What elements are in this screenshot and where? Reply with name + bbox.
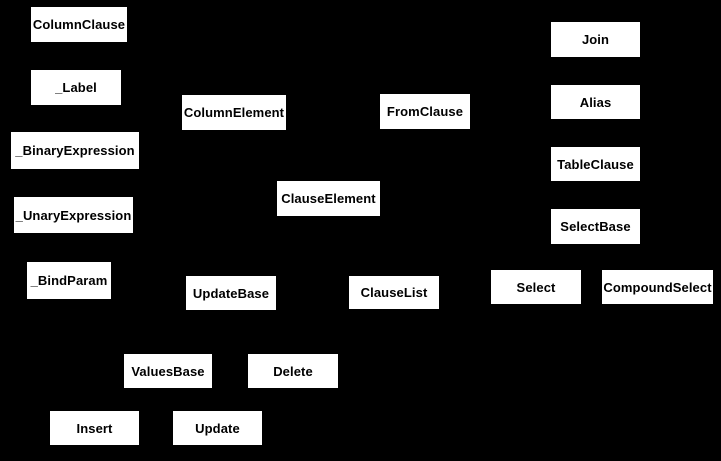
class-node-label: CompoundSelect	[603, 279, 712, 295]
class-node-label: _BinaryExpression	[15, 143, 135, 158]
class-node-delete[interactable]: Delete	[248, 354, 338, 388]
class-node-insert[interactable]: Insert	[50, 411, 139, 445]
class-node-updatebase[interactable]: UpdateBase	[186, 276, 276, 310]
class-node-label: ColumnClause	[32, 17, 126, 32]
class-node-clauselist[interactable]: ClauseList	[349, 276, 439, 309]
class-node-label: Alias	[579, 94, 612, 110]
class-node-label: Select	[516, 279, 556, 295]
class-node-binaryexpression[interactable]: _BinaryExpression	[11, 132, 139, 169]
class-node-label: FromClause	[386, 104, 464, 119]
class-node-alias[interactable]: Alias	[551, 85, 640, 119]
class-node-fromclause[interactable]: FromClause	[380, 94, 470, 129]
class-node-label: ClauseList	[360, 285, 428, 300]
class-node-label: SelectBase	[560, 219, 631, 234]
class-node-label[interactable]: _Label	[31, 70, 121, 105]
class-node-select[interactable]: Select	[491, 270, 581, 304]
class-node-valuesbase[interactable]: ValuesBase	[124, 354, 212, 388]
class-node-label: Delete	[273, 363, 313, 379]
class-node-unaryexpression[interactable]: _UnaryExpression	[14, 197, 133, 233]
class-node-update[interactable]: Update	[173, 411, 262, 445]
class-node-columnclause[interactable]: ColumnClause	[31, 7, 127, 42]
class-node-label: ColumnElement	[183, 105, 285, 120]
class-node-label: _Label	[55, 80, 97, 95]
class-node-label: _BindParam	[30, 273, 108, 288]
class-node-selectbase[interactable]: SelectBase	[551, 209, 640, 244]
class-node-compoundselect[interactable]: CompoundSelect	[602, 270, 713, 304]
class-node-clauseelement[interactable]: ClauseElement	[277, 181, 380, 216]
class-node-label: Join	[581, 32, 610, 47]
class-node-label: ValuesBase	[131, 363, 205, 379]
class-node-label: Update	[195, 420, 240, 436]
class-node-join[interactable]: Join	[551, 22, 640, 57]
class-node-label: TableClause	[557, 156, 634, 172]
class-node-bindparam[interactable]: _BindParam	[27, 262, 111, 299]
class-node-label: UpdateBase	[192, 285, 270, 301]
class-node-label: Insert	[76, 420, 113, 436]
class-node-columnelement[interactable]: ColumnElement	[182, 95, 286, 130]
class-node-label: ClauseElement	[281, 191, 376, 206]
class-node-tableclause[interactable]: TableClause	[551, 147, 640, 181]
class-node-label: _UnaryExpression	[15, 207, 132, 223]
